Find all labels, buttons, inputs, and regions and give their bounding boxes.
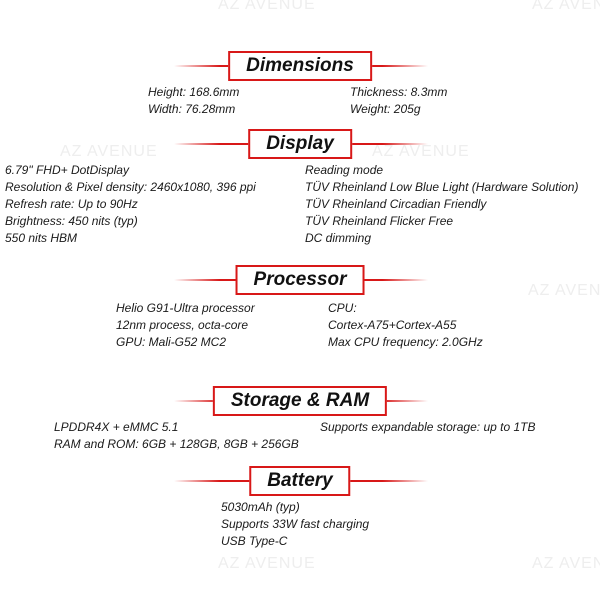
watermark-top-right: AZ AVENUE bbox=[532, 0, 600, 13]
spec-item: Thickness: 8.3mm bbox=[350, 85, 448, 99]
watermark-bottom-center: AZ AVENUE bbox=[218, 555, 316, 572]
watermark-top-center: AZ AVENUE bbox=[218, 0, 316, 13]
display-right-column: Reading mode TÜV Rheinland Low Blue Ligh… bbox=[305, 162, 578, 247]
storage-header: Storage & RAM bbox=[0, 386, 600, 416]
spec-item: GPU: Mali-G52 MC2 bbox=[116, 335, 227, 349]
dimensions-left-column: Height: 168.6mm Width: 76.28mm bbox=[148, 84, 239, 118]
spec-item: TÜV Rheinland Low Blue Light (Hardware S… bbox=[305, 180, 579, 194]
spec-item: Max CPU frequency: 2.0GHz bbox=[328, 335, 483, 349]
watermark-right: AZ AVENUE bbox=[528, 282, 600, 299]
spec-item: Width: 76.28mm bbox=[148, 102, 236, 116]
storage-right-column: Supports expandable storage: up to 1TB bbox=[320, 419, 535, 436]
spec-item: Refresh rate: Up to 90Hz bbox=[5, 197, 138, 211]
section-title-processor: Processor bbox=[235, 265, 365, 295]
spec-item: Cortex-A75+Cortex-A55 bbox=[328, 318, 457, 332]
spec-item: Supports 33W fast charging bbox=[221, 517, 370, 531]
spec-item: 12nm process, octa-core bbox=[116, 318, 249, 332]
spec-item: Reading mode bbox=[305, 163, 384, 177]
battery-header: Battery bbox=[0, 466, 600, 496]
watermark-mid-center: AZ AVENUE bbox=[372, 143, 470, 160]
section-title-dimensions: Dimensions bbox=[228, 51, 372, 81]
battery-column: 5030mAh (typ) Supports 33W fast charging… bbox=[221, 499, 369, 550]
spec-item: LPDDR4X + eMMC 5.1 bbox=[54, 420, 179, 434]
spec-item: Resolution & Pixel density: 2460x1080, 3… bbox=[5, 180, 256, 194]
spec-item: 6.79" FHD+ DotDisplay bbox=[5, 163, 129, 177]
spec-item: CPU: bbox=[328, 301, 357, 315]
section-title-display: Display bbox=[248, 129, 352, 159]
processor-left-column: Helio G91-Ultra processor 12nm process, … bbox=[116, 300, 255, 351]
watermark-mid-left: AZ AVENUE bbox=[60, 143, 158, 160]
spec-item: 550 nits HBM bbox=[5, 231, 78, 245]
display-left-column: 6.79" FHD+ DotDisplay Resolution & Pixel… bbox=[5, 162, 256, 247]
dimensions-right-column: Thickness: 8.3mm Weight: 205g bbox=[350, 84, 447, 118]
spec-item: Weight: 205g bbox=[350, 102, 421, 116]
spec-item: Brightness: 450 nits (typ) bbox=[5, 214, 138, 228]
spec-item: USB Type-C bbox=[221, 534, 288, 548]
spec-item: Supports expandable storage: up to 1TB bbox=[320, 420, 536, 434]
processor-right-column: CPU: Cortex-A75+Cortex-A55 Max CPU frequ… bbox=[328, 300, 483, 351]
section-title-battery: Battery bbox=[249, 466, 351, 496]
spec-item: TÜV Rheinland Circadian Friendly bbox=[305, 197, 487, 211]
storage-left-column: LPDDR4X + eMMC 5.1 RAM and ROM: 6GB + 12… bbox=[54, 419, 299, 453]
spec-item: TÜV Rheinland Flicker Free bbox=[305, 214, 454, 228]
watermark-bottom-right: AZ AVENUE bbox=[532, 555, 600, 572]
display-header: Display bbox=[0, 129, 600, 159]
spec-item: Height: 168.6mm bbox=[148, 85, 240, 99]
spec-item: Helio G91-Ultra processor bbox=[116, 301, 255, 315]
section-title-storage: Storage & RAM bbox=[212, 386, 388, 416]
spec-item: RAM and ROM: 6GB + 128GB, 8GB + 256GB bbox=[54, 437, 299, 451]
spec-item: 5030mAh (typ) bbox=[221, 500, 300, 514]
processor-header: Processor bbox=[0, 265, 600, 295]
dimensions-header: Dimensions bbox=[0, 51, 600, 81]
spec-item: DC dimming bbox=[305, 231, 372, 245]
